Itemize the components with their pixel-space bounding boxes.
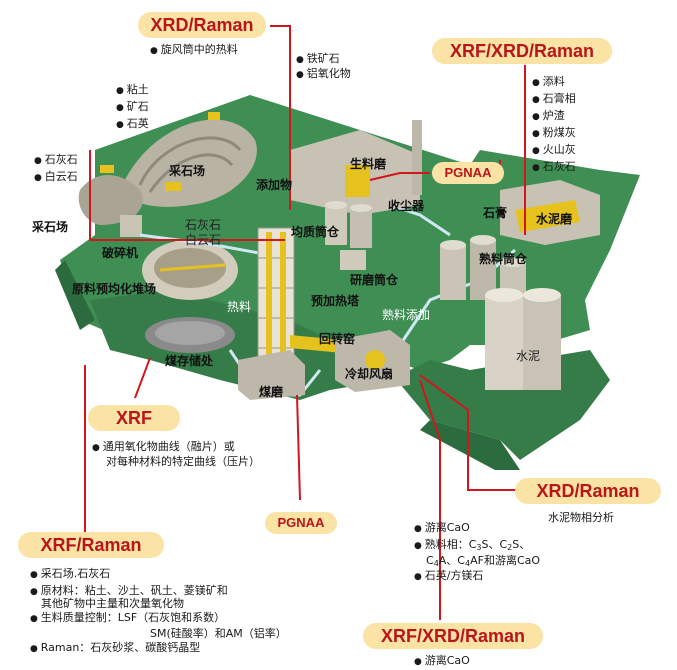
quarry-hill-2 [78,175,143,225]
coal-mill [238,350,305,400]
label-quarry-2: 采石场 [32,220,69,234]
connector-lines [84,25,526,620]
grind-silo [340,250,366,270]
truck [100,165,114,173]
crusher-box [120,215,142,237]
badge-pgnaa-bottom: PGNAA [265,512,337,534]
note-item: 铁矿石 [296,52,351,67]
badge-pgnaa-mid: PGNAA [432,162,504,184]
label-preheater: 预加热塔 [311,294,360,308]
note-item: 游离CaO [414,520,530,537]
note-item: Raman：石灰砂浆、碳酸钙晶型 [30,641,201,656]
label-cement-mill: 水泥磨 [536,212,573,226]
label-homogen-silo: 均质筒仓 [291,225,340,239]
note-item: 采石场.石灰石 [30,566,228,583]
note-item: 通用氧化物曲线（融片）或 [92,440,235,455]
note-left-5: SM(硅酸率）和AM（铝率） [150,627,287,640]
label-raw-mill: 生料磨 [350,157,387,171]
badge-xrf: XRF [88,405,180,431]
label-kiln: 回转窑 [319,332,356,346]
label-cement: 水泥 [516,349,541,363]
label-quarry: 采石场 [169,164,206,178]
terrain-edge-2 [420,420,520,470]
label-cooler: 冷却风扇 [345,367,394,381]
cement-silos [485,288,561,390]
note-item: 石英 [116,116,149,133]
note-item-clinker-phase: 熟料相：C3S、C2S、 [414,537,531,556]
label-crusher: 破碎机 [102,246,139,260]
note-item: 矿石 [116,99,149,116]
note-limestone-dolomite: 石灰石 白云石 [34,152,78,186]
note-item: 添料 [532,74,576,91]
label-hot-material: 热料 [227,300,252,314]
note-cement-phase: 水泥物相分析 [548,511,614,524]
badge-xrf-raman-left: XRF/Raman [18,532,164,558]
note-item: 火山灰 [532,142,576,159]
label-prehomo: 原料预均化堆场 [72,282,157,296]
note-item: 游离CaO [414,654,470,669]
preheater-tower [257,227,295,369]
note-clinker: 游离CaO 熟料相：C3S、C2S、 [414,520,531,556]
label-grind-silo: 研磨筒仓 [350,273,399,287]
label-coal-mill: 煤磨 [259,385,284,399]
note-item: 粉煤灰 [532,125,576,142]
note-item: 粘土 [116,82,149,99]
note-item: 炉渣 [532,108,576,125]
label-additive: 添加物 [256,178,293,192]
note-left-3: 其他矿物中主量和次量氧化物 [41,597,184,610]
label-dust-collector: 收尘器 [388,199,425,213]
note-xrf: 通用氧化物曲线（融片）或 [92,440,235,455]
note-item: 石灰石 [532,159,576,176]
label-clinker-add: 熟料添加 [382,308,431,322]
terrain-edge [55,260,95,330]
conveyor [139,233,271,257]
badge-xrd-raman-bottom: XRD/Raman [515,478,661,504]
label-dolomite: 白云石 [185,233,222,247]
badge-xrf-xrd-raman-bottom: XRF/XRD/Raman [363,623,543,649]
note-item: 石膏相 [532,91,576,108]
note-bottom-free-cao: 游离CaO [414,654,470,669]
note-item: 石灰石 [34,152,78,169]
label-limestone: 石灰石 [185,218,222,232]
label-clinker-silo: 熟料筒仓 [479,252,528,266]
homogen-silo [325,205,347,245]
note-item: 铝氧化物 [296,67,351,82]
note-clinker-phase-2: C4A、C4AF和游离CaO [426,554,541,568]
label-coal-storage: 煤存储处 [165,354,214,368]
note-item: 原材料：粘土、沙土、矾土、菱镁矿和 [30,583,228,600]
note-left-list-3: Raman：石灰砂浆、碳酸钙晶型 [30,641,201,656]
note-additives: 添料 石膏相 炉渣 粉煤灰 火山灰 石灰石 [532,74,576,176]
note-clay-ore-quartz: 粘土 矿石 石英 [116,82,149,133]
note-item: 旋风筒中的热料 [150,43,238,58]
badge-xrf-xrd-raman-right: XRF/XRD/Raman [432,38,612,64]
label-gypsum: 石膏 [483,206,508,220]
note-left-list: 采石场.石灰石 原材料：粘土、沙土、矾土、菱镁矿和 [30,566,228,600]
badge-xrd-raman-top: XRD/Raman [138,12,266,38]
note-item: 石英/方镁石 [414,569,484,584]
note-left-list-2: 生料质量控制：LSF（石灰饱和系数） [30,611,225,626]
note-item: 生料质量控制：LSF（石灰饱和系数） [30,611,225,626]
note-item: 白云石 [34,169,78,186]
note-cyclone: 旋风筒中的热料 [150,43,238,58]
note-iron-alum: 铁矿石 铝氧化物 [296,52,351,82]
note-xrf-cont: 对每种材料的特定曲线（压片） [106,455,260,468]
chimney [412,120,422,195]
note-quartz: 石英/方镁石 [414,569,484,584]
